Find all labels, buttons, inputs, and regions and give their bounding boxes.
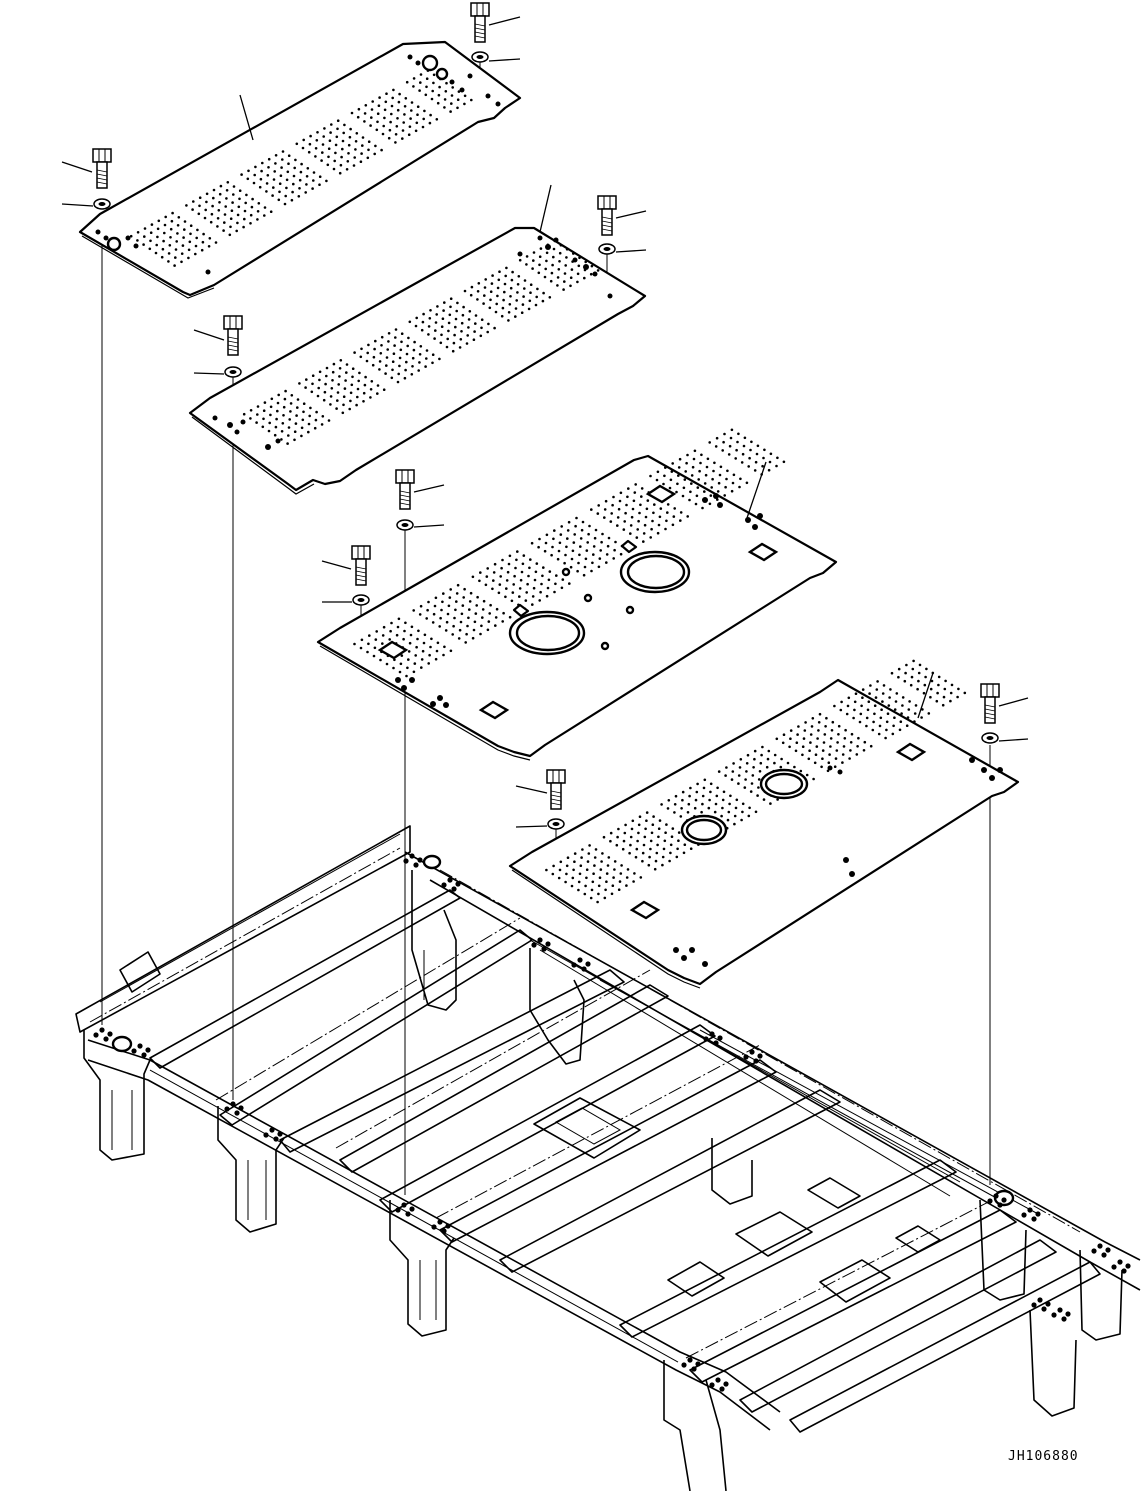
washer-icon <box>224 366 242 378</box>
fastener-set-5 <box>395 469 415 531</box>
plate-4-square-pads <box>629 742 927 920</box>
fastener-set-4 <box>223 315 243 378</box>
bolt-icon <box>980 683 1000 724</box>
plate-1-perforation-grid <box>129 69 473 267</box>
washer-icon <box>396 519 414 531</box>
washer-icon <box>547 818 565 830</box>
plate-4-hole-pattern <box>673 757 1003 967</box>
frame-hardware <box>93 853 1131 1392</box>
floor-plate-2 <box>188 226 647 495</box>
plate-4-ring-cutouts <box>680 768 809 846</box>
bolt-icon <box>597 195 617 236</box>
plate-3-ring-cutouts <box>508 539 691 656</box>
plate-3-perforation-grid <box>353 428 786 678</box>
fastener-set-1 <box>470 2 490 63</box>
drawing-code: JH106880 <box>1008 1449 1079 1464</box>
bolt-icon <box>92 148 112 189</box>
fastener-set-7 <box>980 683 1000 744</box>
washer-icon <box>352 594 370 606</box>
washer-icon <box>981 732 999 744</box>
washer-icon <box>93 198 111 210</box>
plate-3-square-pads <box>377 484 779 720</box>
washer-icon <box>598 243 616 255</box>
fastener-set-2 <box>92 148 112 210</box>
fastener-set-3 <box>597 195 617 255</box>
plate-2-perforation-grid <box>242 239 600 445</box>
floor-plate-4 <box>508 659 1020 989</box>
bolt-icon <box>351 545 371 586</box>
bolt-icon <box>223 315 243 356</box>
floor-plate-3 <box>316 428 838 761</box>
fastener-set-8 <box>546 769 566 830</box>
bolt-icon <box>395 469 415 510</box>
floor-plate-1 <box>78 40 522 299</box>
bolt-icon <box>470 2 490 43</box>
base-frame <box>75 825 1141 1433</box>
plate-1-hole-pattern <box>95 54 501 275</box>
plate-3-hole-pattern <box>395 493 763 708</box>
fastener-set-6 <box>351 545 371 606</box>
plate-2-hole-pattern <box>212 235 613 450</box>
washer-icon <box>471 51 489 63</box>
bolt-icon <box>546 769 566 810</box>
support-columns <box>83 854 1123 1491</box>
callout-leaders <box>61 16 1029 828</box>
